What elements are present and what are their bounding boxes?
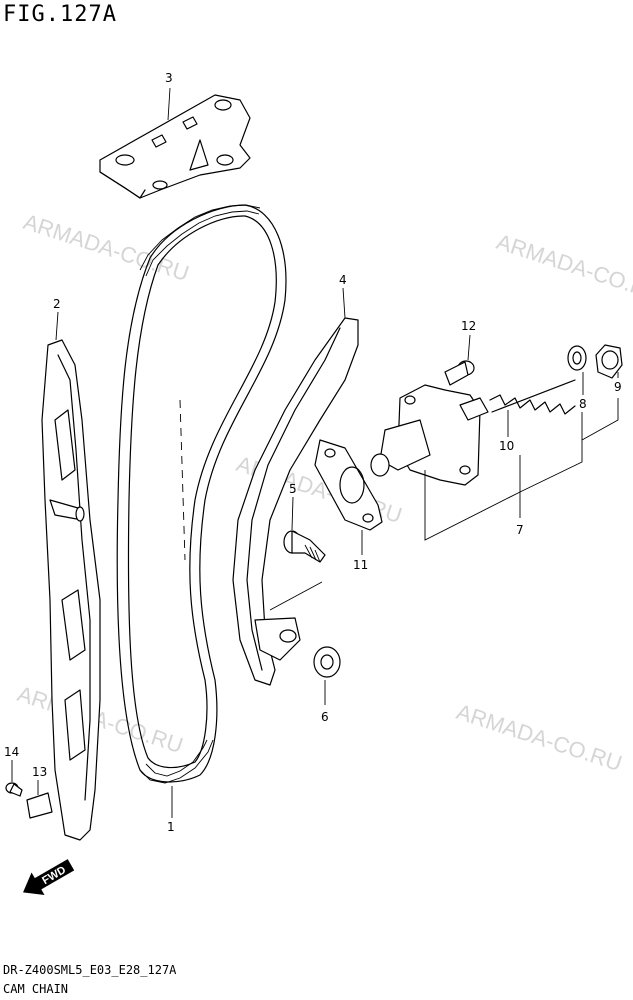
part-5-bolt — [283, 530, 326, 563]
part-8-washer — [567, 345, 587, 371]
leader-lines — [11, 87, 619, 818]
callout-12: 12 — [461, 319, 476, 333]
part-11-gasket — [314, 439, 383, 531]
part-3-chain-guide-top — [99, 94, 251, 199]
part-6-washer — [313, 646, 341, 678]
callout-9: 9 — [614, 380, 622, 394]
callout-14: 14 — [4, 745, 19, 759]
fwd-label: FWD — [40, 864, 68, 887]
figure-code: DR-Z400SML5_E03_E28_127A — [3, 963, 177, 977]
chain-links-bottom — [139, 739, 214, 784]
callout-2: 2 — [53, 297, 61, 311]
watermark-5: ARMADA-CO.RU — [453, 699, 625, 776]
callouts: 1 2 3 4 5 6 7 8 9 10 11 12 13 14 — [4, 71, 622, 834]
callout-11: 11 — [353, 558, 368, 572]
callout-7: 7 — [516, 523, 524, 537]
callout-8: 8 — [579, 397, 587, 411]
fwd-arrow-icon: FWD — [23, 859, 75, 896]
part-9-cap-bolt — [595, 344, 623, 379]
part-12-small-bolt — [444, 360, 475, 386]
part-14-screw — [5, 782, 23, 797]
callout-3: 3 — [165, 71, 173, 85]
part-7-tensioner-body — [370, 384, 489, 486]
part-10-spring — [489, 379, 576, 415]
callout-1: 1 — [167, 820, 175, 834]
callout-4: 4 — [339, 273, 347, 287]
part-13-bracket — [26, 792, 53, 819]
watermarks: ARMADA-CO.RU ARMADA-CO.RU ARMADA-CO.RU A… — [14, 209, 633, 776]
callout-13: 13 — [32, 765, 47, 779]
watermark-1: ARMADA-CO.RU — [20, 209, 192, 286]
part-1-cam-chain — [116, 204, 287, 784]
watermark-2: ARMADA-CO.RU — [493, 229, 633, 306]
part-4-tensioner-arm — [232, 317, 359, 686]
part-2-front-chain-guide — [41, 339, 101, 841]
chain-links-top — [139, 204, 261, 277]
figure-title: FIG.127A — [3, 2, 117, 27]
callout-5: 5 — [289, 482, 297, 496]
callout-6: 6 — [321, 710, 329, 724]
figure-name: CAM CHAIN — [3, 982, 69, 996]
callout-10: 10 — [499, 439, 514, 453]
